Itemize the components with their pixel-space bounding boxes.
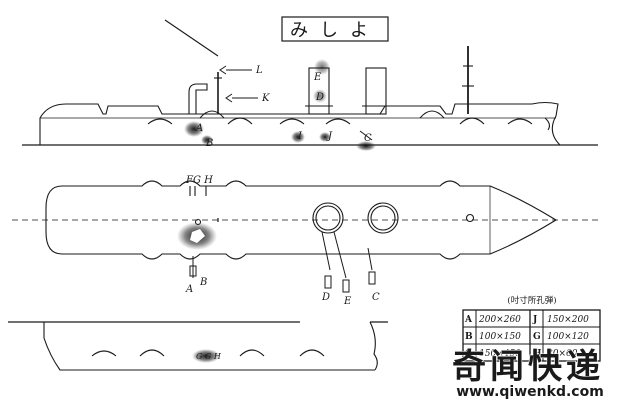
plan-label-D: D — [321, 292, 330, 303]
plan-labels: FG H A B D E C — [185, 175, 380, 307]
legend-key: G — [533, 332, 541, 342]
dimensions-legend: (吋寸所孔弾) A 200×260 J 150×200 B 100×150 G … — [462, 295, 601, 362]
label-E: E — [313, 72, 322, 83]
label-J: J — [326, 131, 333, 142]
legend-row-2: C 150×450 H 80×60 — [465, 349, 578, 359]
legend-value: 150×200 — [547, 315, 589, 325]
label-A: A — [195, 123, 203, 134]
watermark-url: www.qiwenkd.com — [456, 384, 604, 400]
plan-label-B: B — [199, 277, 207, 288]
lower-labels: G G H — [196, 352, 222, 361]
watermark-title: 奇闻快递 — [452, 347, 604, 387]
label-C: C — [364, 133, 372, 144]
legend-table — [462, 309, 601, 362]
legend-key: H — [533, 349, 542, 359]
label-FGH: FG H — [185, 175, 213, 186]
plan-label-C: C — [372, 292, 380, 303]
plan-pointers — [189, 231, 376, 293]
legend-value: 100×120 — [547, 332, 589, 342]
legend-value: 200×260 — [478, 315, 521, 325]
lower-damage-mark — [192, 349, 220, 363]
legend-key: C — [465, 349, 472, 359]
legend-row-1: B 100×150 G 100×120 — [465, 332, 589, 342]
label-I: I — [297, 131, 303, 142]
plan-damage-mark — [177, 222, 217, 250]
title-box: みしよ — [281, 16, 389, 42]
plan-label-E: E — [343, 296, 352, 307]
plan-view — [12, 180, 600, 260]
watermark: 奇闻快递 www.qiwenkd.com — [451, 346, 604, 400]
legend-row-0: A 200×260 J 150×200 — [464, 315, 589, 325]
plan-label-A: A — [185, 284, 193, 295]
side-pointers — [219, 65, 373, 141]
label-B: B — [205, 138, 213, 149]
diagram-title: みしよ — [290, 20, 380, 41]
lower-side-view — [8, 321, 388, 371]
legend-title: (吋寸所孔弾) — [507, 295, 556, 306]
side-labels: L K E D A B I J C — [195, 65, 372, 149]
legend-key: J — [532, 315, 537, 325]
legend-key: A — [464, 315, 473, 325]
legend-value: 100×150 — [479, 332, 521, 342]
legend-value: 150×450 — [479, 349, 521, 359]
legend-key: B — [465, 332, 473, 342]
legend-value: 80×60 — [547, 349, 578, 359]
label-L: L — [255, 65, 263, 76]
label-D: D — [315, 92, 324, 103]
label-K: K — [261, 93, 270, 104]
side-damage-marks — [184, 59, 376, 151]
side-view — [22, 19, 598, 146]
